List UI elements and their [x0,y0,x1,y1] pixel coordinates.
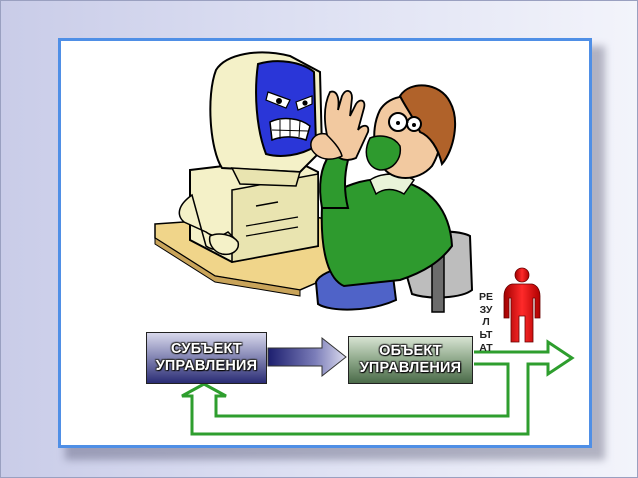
subject-of-control-box: СУБЪЕКТ УПРАВЛЕНИЯ [146,332,267,384]
subject-label-line2: УПРАВЛЕНИЯ [155,358,258,374]
object-of-control-box: ОБЪЕКТ УПРАВЛЕНИЯ [348,336,473,384]
angry-computer-icon [178,51,324,264]
object-label-line2: УПРАВЛЕНИЯ [359,360,462,376]
feedback-loop [181,339,575,436]
frightened-user-icon [310,84,474,313]
object-label-line1: ОБЪЕКТ [379,343,442,359]
subject-label-line1: СУБЪЕКТ [171,341,242,357]
subject-to-object-arrow [267,336,347,378]
red-person-icon [503,267,541,343]
result-vertical-label: РЕЗУЛЬТАТ [479,291,494,354]
